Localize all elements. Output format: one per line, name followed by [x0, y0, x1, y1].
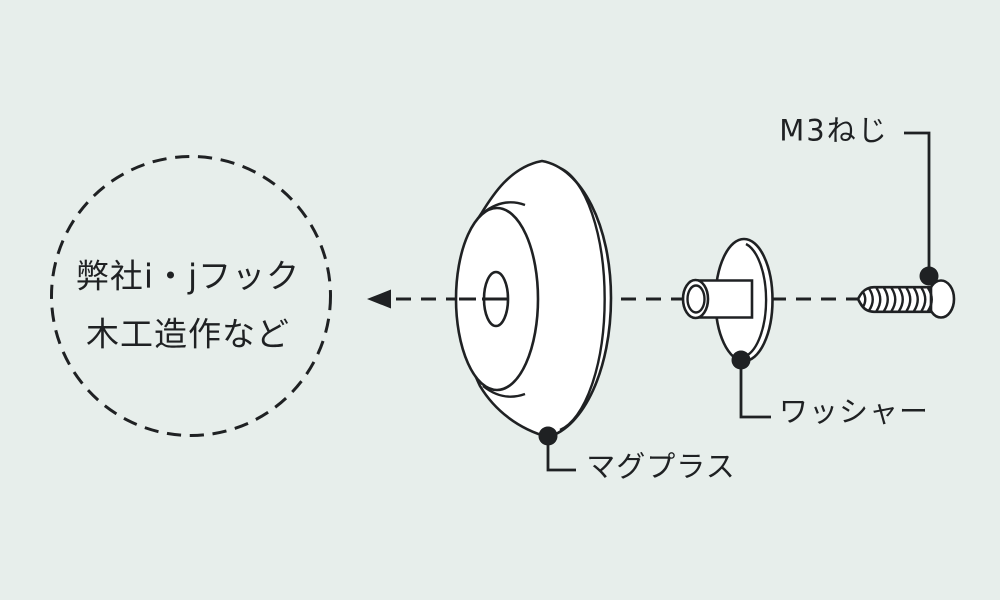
application-target-circle — [50, 155, 332, 437]
washer-tube-bore — [686, 284, 706, 314]
magplus-part — [454, 159, 613, 439]
application-note-line2: 木工造作など — [86, 314, 290, 354]
callout-washer-dot — [731, 350, 751, 370]
callout-washer — [731, 350, 771, 419]
callout-washer-line — [739, 369, 771, 419]
assembly-centerline — [367, 289, 862, 309]
arrow-left-icon — [367, 289, 391, 309]
screw-label: M3ねじ — [779, 113, 889, 148]
magplus-label: マグプラス — [586, 449, 736, 484]
callout-screw — [904, 131, 939, 286]
callout-screw-line — [904, 131, 931, 268]
callout-magplus — [538, 426, 576, 472]
magplus-top-blend-curve — [482, 201, 526, 214]
application-note-line1: 弊社i・jフック — [75, 256, 301, 296]
callout-magplus-dot — [538, 426, 558, 446]
screw-threads — [861, 287, 933, 312]
screw-part — [856, 279, 956, 319]
washer-label: ワッシャー — [778, 394, 930, 429]
washer-rim-line — [745, 242, 768, 358]
washer-part — [681, 237, 774, 363]
magplus-rim-line — [559, 166, 606, 432]
callout-magplus-line — [546, 444, 576, 472]
dashed-circle — [50, 155, 332, 437]
callout-screw-dot — [919, 266, 939, 286]
magplus-bottom-blend-curve — [482, 385, 526, 398]
